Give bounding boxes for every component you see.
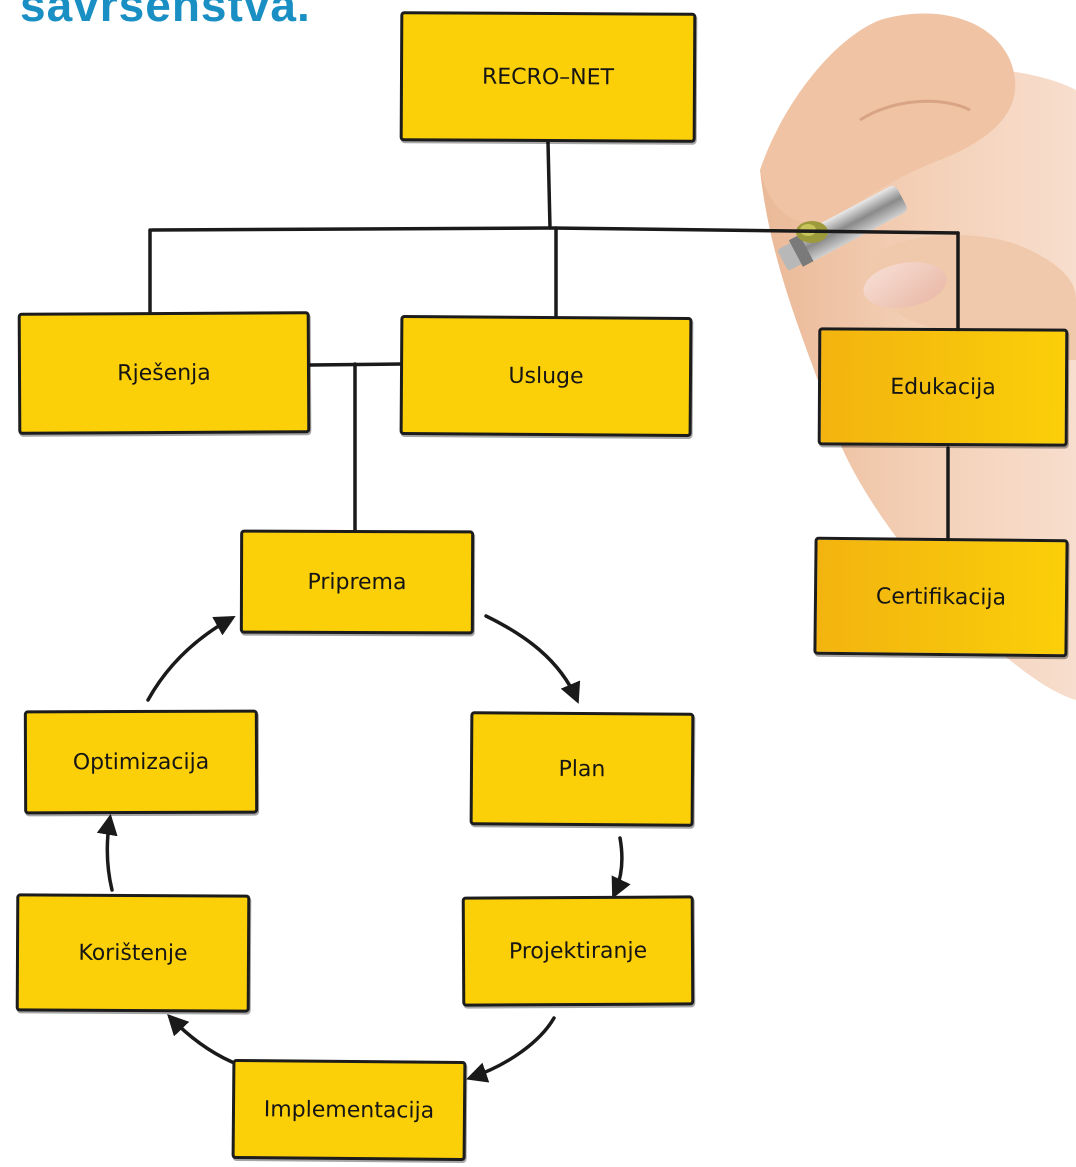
connector-horizontal-bar [150,226,960,235]
page-heading: savršenstva. [20,0,311,31]
node-rjesenja: Rješenja [17,311,311,435]
node-optimizacija: Optimizacija [23,709,259,815]
node-recro-net-label: RECRO–NET [481,64,615,90]
node-koristenje: Korištenje [15,893,251,1013]
node-projektiranje-label: Projektiranje [508,938,648,964]
node-implementacija: Implementacija [231,1058,467,1162]
arrow-priprema-plan [484,614,581,704]
arrow-implementacija-koristenje [167,1013,234,1064]
node-implementacija-label: Implementacija [263,1096,435,1124]
connector-root-stem [546,140,552,230]
node-projektiranje: Projektiranje [461,895,695,1007]
node-koristenje-label: Korištenje [78,940,188,966]
arrow-projektiranje-implementacija [466,1016,556,1083]
node-certifikacija-label: Certifikacija [875,583,1007,611]
node-priprema-label: Priprema [307,569,407,595]
node-edukacija-label: Edukacija [890,374,996,400]
node-plan-label: Plan [558,756,606,782]
node-recro-net: RECRO–NET [399,11,697,143]
node-optimizacija-label: Optimizacija [72,749,210,775]
arrow-koristenje-optimizacija [96,813,118,892]
node-priprema: Priprema [239,529,475,635]
node-rjesenja-label: Rješenja [117,360,211,386]
arrow-optimizacija-priprema [146,615,236,702]
node-edukacija: Edukacija [817,327,1069,447]
node-plan: Plan [469,711,695,827]
arrow-plan-projektiranje [611,836,631,899]
node-certifikacija: Certifikacija [813,536,1069,658]
node-usluge: Usluge [399,314,693,438]
node-usluge-label: Usluge [508,363,584,389]
